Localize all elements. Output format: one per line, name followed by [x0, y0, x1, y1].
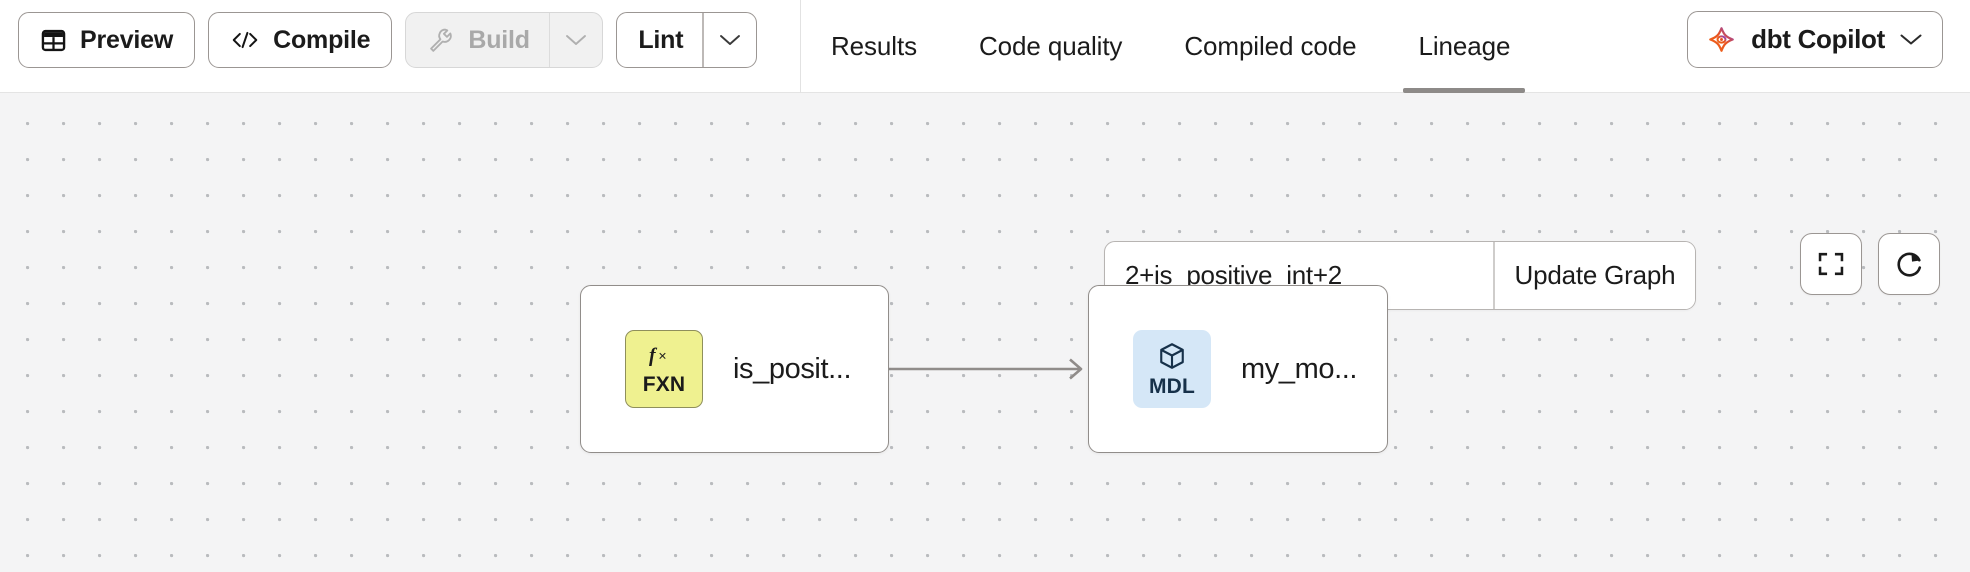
lint-button-label: Lint	[638, 25, 684, 54]
fx-glyph: f ×	[648, 343, 680, 373]
chevron-down-icon	[1899, 32, 1923, 47]
dbt-copilot-button[interactable]: dbt Copilot	[1687, 11, 1943, 68]
canvas-tool-group	[1800, 233, 1940, 295]
table-icon	[40, 27, 67, 54]
wrench-icon	[427, 26, 455, 54]
build-button-group: Build	[405, 12, 604, 68]
lineage-node-function[interactable]: f × FXN is_posit...	[580, 285, 889, 453]
build-button-label: Build	[468, 25, 530, 54]
preview-button[interactable]: Preview	[18, 12, 196, 68]
tab-code-quality[interactable]: Code quality	[948, 0, 1153, 93]
dbt-copilot-label: dbt Copilot	[1751, 24, 1885, 54]
code-icon	[230, 28, 260, 52]
lineage-node-function-label: is_posit...	[733, 352, 852, 385]
lint-button-group: Lint	[616, 12, 757, 68]
tab-results[interactable]: Results	[800, 0, 948, 93]
toolbar-divider	[800, 0, 801, 93]
tab-lineage[interactable]: Lineage	[1387, 0, 1541, 93]
svg-text:f: f	[649, 345, 658, 367]
compile-button[interactable]: Compile	[208, 12, 393, 68]
fullscreen-icon	[1816, 249, 1846, 279]
node-type-badge-mdl-label: MDL	[1148, 375, 1196, 398]
svg-text:×: ×	[658, 348, 666, 364]
build-dropdown-toggle	[550, 13, 602, 67]
build-button: Build	[406, 13, 549, 67]
query-bar-separator	[1493, 242, 1495, 309]
node-type-badge-fxn-label: FXN	[642, 373, 686, 396]
tab-compiled-code-label: Compiled code	[1184, 31, 1357, 61]
ide-toolbar-header: Preview Compile	[0, 0, 1970, 93]
dbt-copilot-star-icon	[1706, 24, 1737, 55]
refresh-icon	[1894, 249, 1925, 280]
lint-button[interactable]: Lint	[617, 13, 702, 67]
lineage-node-model-label: my_mo...	[1241, 352, 1358, 385]
lint-button-separator	[702, 13, 704, 67]
tab-lineage-active-indicator	[1403, 88, 1526, 93]
tab-code-quality-label: Code quality	[979, 31, 1123, 61]
tab-lineage-label: Lineage	[1418, 31, 1511, 61]
ide-result-tabs: Results Code quality Compiled code Linea…	[800, 0, 1541, 93]
tab-results-label: Results	[831, 31, 917, 61]
tab-compiled-code[interactable]: Compiled code	[1153, 0, 1387, 93]
update-graph-label: Update Graph	[1514, 260, 1676, 290]
compile-button-label: Compile	[273, 25, 371, 54]
lint-dropdown-toggle[interactable]	[704, 13, 756, 67]
update-graph-button[interactable]: Update Graph	[1494, 242, 1696, 309]
lineage-graph-canvas[interactable]: Update Graph	[0, 93, 1970, 572]
fit-view-button[interactable]	[1800, 233, 1862, 295]
node-type-badge-mdl: MDL	[1133, 330, 1211, 408]
build-button-separator	[548, 13, 551, 67]
cube-icon	[1157, 341, 1187, 375]
chevron-down-icon	[719, 33, 741, 47]
lineage-edge	[884, 358, 1083, 380]
toolbar-actions: Preview Compile	[18, 12, 757, 68]
lineage-node-model[interactable]: MDL my_mo...	[1088, 285, 1388, 453]
refresh-button[interactable]	[1878, 233, 1940, 295]
node-type-badge-fxn: f × FXN	[625, 330, 703, 408]
preview-button-label: Preview	[80, 25, 174, 54]
chevron-down-icon	[565, 33, 587, 47]
